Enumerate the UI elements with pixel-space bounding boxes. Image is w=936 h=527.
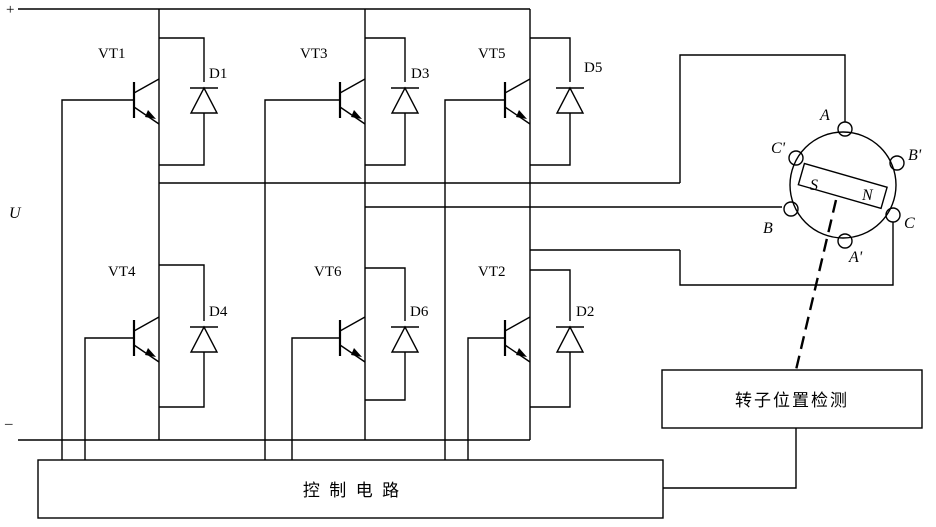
diode-d3 [365, 38, 419, 165]
terminal-b-prime-label: B' [908, 147, 922, 164]
control-circuit-block: 控 制 电 路 [38, 460, 663, 518]
terminal-c-prime-label: C' [771, 140, 786, 157]
terminal-a-label: A [819, 107, 830, 124]
minus-sign: – [4, 416, 13, 432]
terminal-a-prime-label: A' [848, 249, 863, 266]
transistor-vt2 [468, 317, 530, 460]
rotor-position-detection-block: 转子位置检测 [662, 370, 922, 428]
d3-label: D3 [411, 66, 429, 82]
vt6-label: VT6 [314, 264, 342, 280]
terminal-b-label: B [763, 220, 773, 237]
vt1-label: VT1 [98, 46, 126, 62]
plus-sign: + [6, 2, 14, 18]
terminal-c-label: C [904, 215, 915, 232]
d1-label: D1 [209, 66, 227, 82]
diode-d1 [159, 38, 218, 165]
sensor-feedback-wire [663, 428, 796, 488]
vt3-label: VT3 [300, 46, 328, 62]
diode-d2 [530, 270, 584, 407]
d5-label: D5 [584, 60, 602, 76]
rotor-position-detection-label: 转子位置检测 [735, 391, 849, 411]
diode-d4 [159, 265, 218, 407]
d2-label: D2 [576, 304, 594, 320]
rotor-south-label: S [810, 177, 818, 194]
motor-rotor: S N [798, 164, 887, 209]
diode-d5 [530, 38, 584, 165]
diode-d6 [365, 268, 419, 400]
vt5-label: VT5 [478, 46, 506, 62]
vt4-label: VT4 [108, 264, 136, 280]
vt2-label: VT2 [478, 264, 506, 280]
control-circuit-label: 控 制 电 路 [303, 481, 401, 501]
rotor-north-label: N [861, 187, 874, 204]
transistor-vt6 [292, 317, 365, 460]
d6-label: D6 [410, 304, 429, 320]
voltage-label: U [9, 205, 22, 222]
bridge-wiring [159, 9, 893, 440]
transistor-vt4 [85, 317, 159, 460]
d4-label: D4 [209, 304, 228, 320]
